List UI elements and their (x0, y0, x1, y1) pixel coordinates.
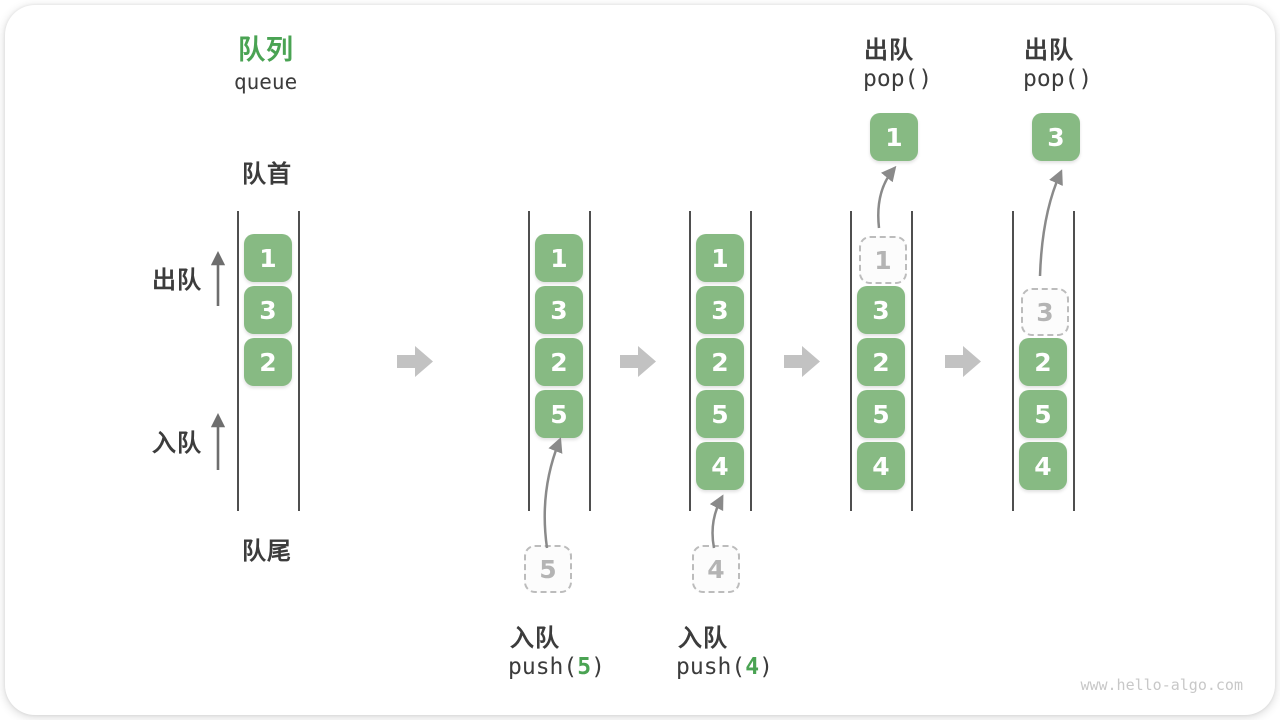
page-title: 队列 (238, 35, 294, 66)
enqueue-side-label: 入队 (152, 429, 202, 457)
watermark: www.hello-algo.com (1080, 676, 1243, 694)
push4-close: ) (759, 654, 773, 680)
queue-front-label: 队首 (242, 160, 292, 188)
transition-arrow-icon (945, 346, 981, 377)
queue4-wall-left (850, 211, 852, 511)
queue-cell: 2 (1019, 338, 1067, 386)
incoming-ghost-cell: 4 (692, 545, 740, 593)
push5-close: ) (591, 654, 605, 680)
transition-arrow-icon (784, 346, 820, 377)
pop-arrow-icon (877, 165, 897, 229)
queue2-wall-right (589, 211, 591, 511)
page-subtitle: queue (234, 70, 298, 94)
pop1-op-code: pop() (863, 66, 933, 92)
dequeue-side-label: 出队 (152, 266, 202, 294)
queue-cell: 4 (696, 442, 744, 490)
push5-fn: push( (508, 654, 578, 680)
dequeue-direction-arrow-icon (210, 250, 226, 306)
queue-cell: 3 (857, 286, 905, 334)
queue3-wall-left (689, 211, 691, 511)
queue-cell: 5 (1019, 390, 1067, 438)
queue-cell: 1 (535, 234, 583, 282)
popped-ghost-cell: 1 (859, 236, 907, 284)
pop2-op-label: 出队 (1024, 36, 1074, 64)
queue-cell: 5 (535, 390, 583, 438)
queue-cell: 3 (535, 286, 583, 334)
queue2-wall-left (528, 211, 530, 511)
pop1-op-label: 出队 (864, 36, 914, 64)
queue-cell: 3 (244, 286, 292, 334)
push4-op-code: push(4) (676, 654, 773, 680)
queue-cell: 3 (696, 286, 744, 334)
push5-op-label: 入队 (510, 624, 560, 652)
queue-cell: 2 (696, 338, 744, 386)
queue-cell: 1 (696, 234, 744, 282)
queue1-wall-right (298, 211, 300, 511)
enqueue-arrow-icon (709, 494, 724, 549)
push4-fn: push( (676, 654, 746, 680)
queue-cell: 4 (1019, 442, 1067, 490)
queue-cell: 2 (244, 338, 292, 386)
pop2-op-code: pop() (1023, 66, 1093, 92)
queue5-wall-left (1012, 211, 1014, 511)
queue3-wall-right (750, 211, 752, 511)
queue5-wall-right (1073, 211, 1075, 511)
incoming-ghost-cell: 5 (524, 545, 572, 593)
pop-arrow-icon (1038, 169, 1063, 277)
queue-cell: 4 (857, 442, 905, 490)
push4-op-label: 入队 (678, 624, 728, 652)
push5-op-code: push(5) (508, 654, 605, 680)
queue-cell: 5 (857, 390, 905, 438)
queue-cell: 5 (696, 390, 744, 438)
popped-cell: 3 (1032, 113, 1080, 161)
enqueue-direction-arrow-icon (210, 412, 226, 470)
queue1-wall-left (237, 211, 239, 511)
push5-arg: 5 (577, 654, 592, 680)
transition-arrow-icon (397, 346, 433, 377)
queue-cell: 2 (535, 338, 583, 386)
queue4-wall-right (911, 211, 913, 511)
popped-ghost-cell: 3 (1021, 288, 1069, 336)
queue-cell: 1 (244, 234, 292, 282)
push4-arg: 4 (745, 654, 760, 680)
popped-cell: 1 (870, 113, 918, 161)
enqueue-arrow-icon (543, 437, 563, 549)
transition-arrow-icon (620, 346, 656, 377)
queue-cell: 2 (857, 338, 905, 386)
queue-rear-label: 队尾 (242, 537, 292, 565)
